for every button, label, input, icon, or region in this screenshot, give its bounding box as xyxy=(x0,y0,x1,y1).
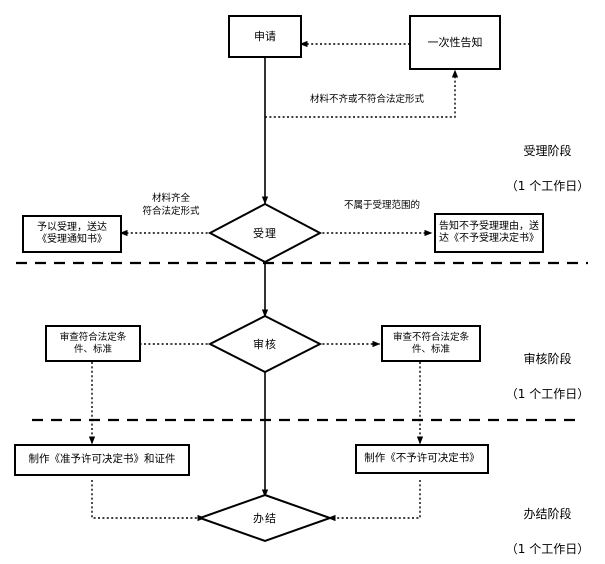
node-finish-label: 办结 xyxy=(253,512,277,525)
node-accept-label: 受理 xyxy=(253,227,277,240)
node-one-time-notice-label: 一次性告知 xyxy=(427,35,483,49)
stage-label-finish: 办结阶段 （1 个工作日） xyxy=(495,489,600,564)
stage-accept-name: 受理阶段 xyxy=(523,144,572,159)
node-accept-no[interactable]: 告知不予受理理由，送 达《不予受理决定书》 xyxy=(434,213,544,253)
stage-finish-duration: （1 个工作日） xyxy=(505,542,590,557)
diamond-review xyxy=(207,314,323,374)
stage-review-duration: （1 个工作日） xyxy=(505,387,590,402)
edge-label-materials-complete: 材料齐全 符合法定形式 xyxy=(142,193,200,217)
node-permit-deny[interactable]: 制作《不予许可决定书》 xyxy=(355,444,489,474)
node-review[interactable]: 审核 xyxy=(210,316,320,372)
node-permit-deny-label: 制作《不予许可决定书》 xyxy=(364,452,480,465)
stage-label-accept: 受理阶段 （1 个工作日） xyxy=(495,126,600,213)
stage-review-name: 审核阶段 xyxy=(523,352,572,367)
edge-label-out-of-scope: 不属于受理范围的 xyxy=(343,200,420,211)
node-finish[interactable]: 办结 xyxy=(200,495,330,541)
node-permit-grant[interactable]: 制作《准予许可决定书》和证件 xyxy=(14,444,190,476)
stage-label-review: 审核阶段 （1 个工作日） xyxy=(495,334,600,421)
node-apply[interactable]: 申请 xyxy=(228,15,302,58)
edge-label-materials-incomplete: 材料不齐或不符合法定形式 xyxy=(309,94,424,105)
edge-grant-to-finish xyxy=(91,480,206,522)
node-accept[interactable]: 受理 xyxy=(210,204,320,262)
node-one-time-notice[interactable]: 一次性告知 xyxy=(409,15,501,70)
stage-finish-name: 办结阶段 xyxy=(523,507,572,522)
edge-deny-to-finish xyxy=(327,480,421,522)
node-apply-label: 申请 xyxy=(254,29,276,43)
diamond-finish xyxy=(197,493,333,543)
node-review-pass-label: 审查符合法定条 件、标准 xyxy=(59,331,127,355)
edge-accept-to-notice xyxy=(265,69,459,118)
stage-accept-duration: （1 个工作日） xyxy=(505,179,590,194)
node-review-fail-label: 审查不符合法定条 件、标准 xyxy=(392,331,469,355)
node-accept-yes[interactable]: 予以受理，送达 《受理通知书》 xyxy=(22,215,122,253)
node-review-pass[interactable]: 审查符合法定条 件、标准 xyxy=(45,325,141,362)
node-permit-grant-label: 制作《准予许可决定书》和证件 xyxy=(28,453,176,466)
node-review-label: 审核 xyxy=(253,338,277,351)
node-accept-no-label: 告知不予受理理由，送 达《不予受理决定书》 xyxy=(439,220,539,245)
node-review-fail[interactable]: 审查不符合法定条 件、标准 xyxy=(381,325,481,362)
node-accept-yes-label: 予以受理，送达 《受理通知书》 xyxy=(37,221,107,246)
diamond-accept xyxy=(207,202,323,264)
